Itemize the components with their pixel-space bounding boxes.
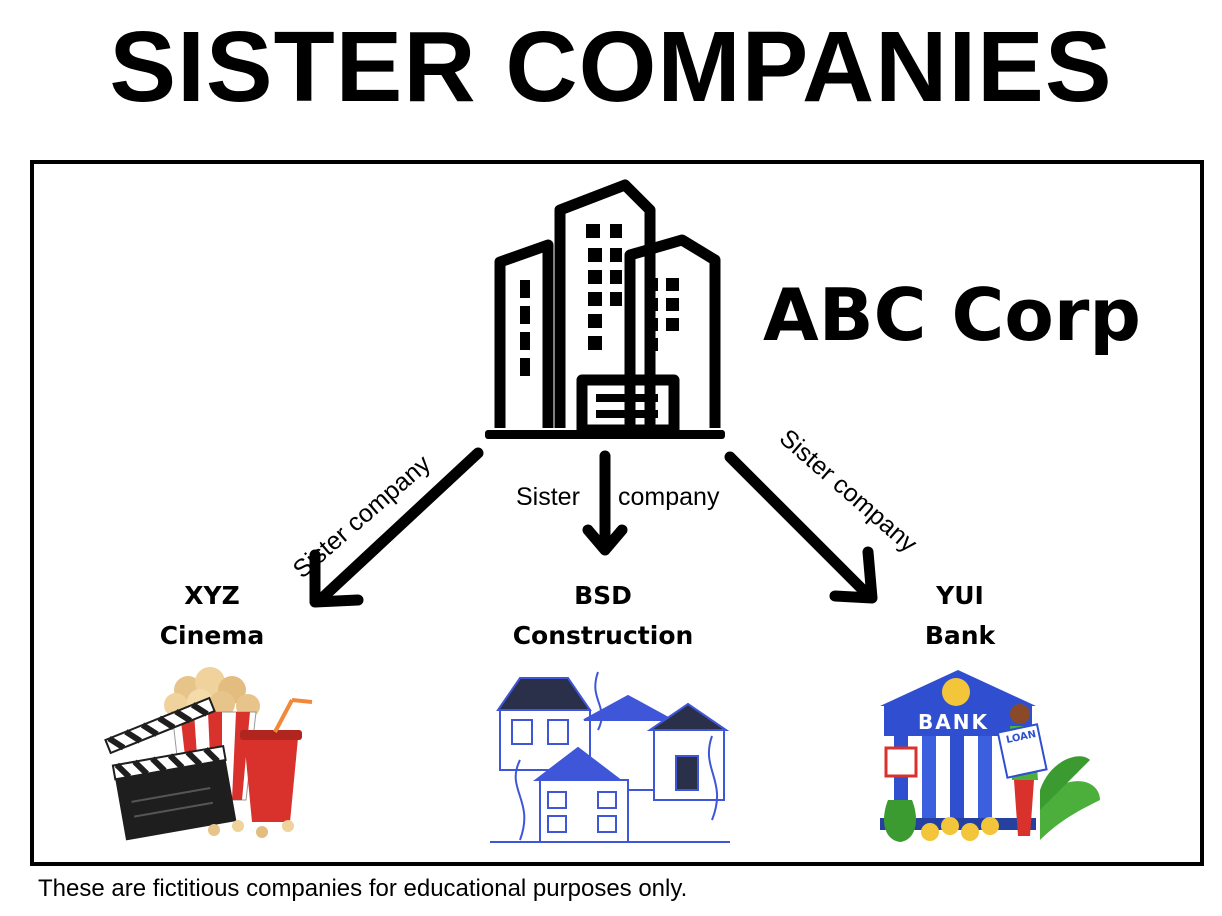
bank-sign-text: BANK bbox=[918, 710, 989, 734]
houses-icon bbox=[490, 671, 730, 843]
child-company-xyz: XYZ Cinema bbox=[132, 576, 292, 656]
child-name-line1: XYZ bbox=[184, 581, 240, 610]
diagram-frame bbox=[30, 160, 1204, 866]
relation-label-middle-a: Sister bbox=[516, 483, 580, 511]
page-title: SISTER COMPANIES bbox=[109, 11, 1113, 123]
bank-icon bbox=[880, 670, 1100, 842]
arrow-left bbox=[309, 447, 484, 608]
cinema-icon bbox=[104, 667, 313, 841]
arrow-right bbox=[724, 451, 878, 604]
arrow-middle bbox=[582, 450, 628, 556]
child-name-line1: BSD bbox=[574, 581, 632, 610]
parent-company-label: ABC Corp bbox=[763, 273, 1141, 357]
child-name-line1: YUI bbox=[936, 581, 984, 610]
child-name-line2: Bank bbox=[924, 621, 996, 650]
building-windows bbox=[485, 224, 725, 439]
office-building-icon bbox=[494, 179, 721, 436]
footnote: These are fictitious companies for educa… bbox=[38, 875, 688, 902]
child-name-line2: Construction bbox=[512, 621, 694, 650]
child-company-yui: YUI Bank bbox=[880, 576, 1040, 656]
child-company-bsd: BSD Construction bbox=[498, 576, 708, 656]
child-name-line2: Cinema bbox=[159, 621, 265, 650]
relation-label-middle-b: company bbox=[618, 483, 720, 511]
